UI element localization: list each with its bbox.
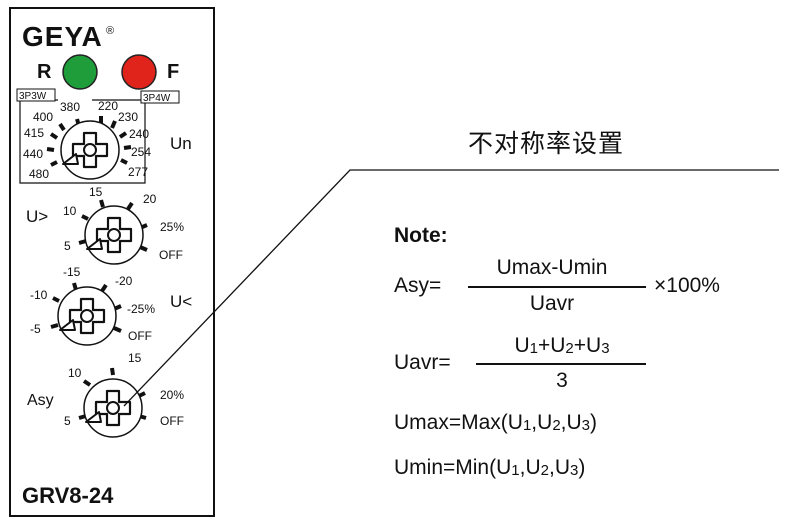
under-value-off: OFF — [128, 329, 152, 343]
uavr-formula-label: Uavr= — [394, 351, 451, 374]
tag-3p3w-box — [16, 88, 56, 102]
umax-sub2: 2 — [552, 417, 561, 434]
umin-sub3: 3 — [570, 462, 579, 479]
asy-value-15: 15 — [128, 351, 142, 365]
tag-3p3w: 3P3W — [19, 91, 47, 102]
uavr-fraction-bar — [476, 363, 646, 365]
umax-comma2: , — [560, 411, 567, 434]
uavr-sub1: 1 — [529, 340, 538, 357]
umin-u1: U — [496, 456, 512, 479]
under-value-minus20: -20 — [115, 274, 133, 288]
uavr-denominator: 3 — [556, 369, 568, 392]
tag-3p4w-box — [140, 90, 180, 104]
umin-sub1: 1 — [511, 462, 520, 479]
uavr-plus2: + — [573, 334, 587, 357]
un-value-254: 254 — [131, 145, 151, 159]
umax-sub3: 3 — [581, 417, 591, 434]
un-value-380: 380 — [60, 100, 80, 114]
run-led — [62, 54, 98, 90]
un-dial-label: Un — [170, 134, 192, 153]
umin-close: ) — [578, 456, 586, 479]
umax-u3: U — [566, 411, 582, 434]
uavr-u1: U — [514, 334, 530, 357]
asy-dial-ticks — [78, 367, 147, 420]
asy-factor: ×100% — [654, 274, 720, 297]
asy-value-20pct: 20% — [160, 388, 184, 402]
umax-sub1: 1 — [522, 417, 532, 434]
umin-u3: U — [554, 456, 570, 479]
umax-u1: U — [507, 411, 523, 434]
over-value-25pct: 25% — [160, 220, 184, 234]
uavr-u2: U — [550, 334, 566, 357]
under-value-minus10: -10 — [30, 288, 48, 302]
registered-mark: ® — [106, 25, 114, 37]
led-label-f: F — [167, 61, 179, 83]
callout-title: 不对称率设置 — [468, 129, 625, 158]
callout-leader-line — [123, 169, 779, 407]
over-value-15: 15 — [89, 185, 103, 199]
asy-formula-label: Asy= — [394, 274, 442, 297]
over-value-20: 20 — [143, 192, 157, 206]
umin-comma1: , — [519, 456, 526, 479]
note-heading: Note: — [394, 224, 448, 247]
over-dial-label: U> — [26, 207, 48, 226]
model-label: GRV8-24 — [22, 483, 114, 508]
asy-dial-label: Asy — [27, 392, 54, 409]
uavr-u3: U — [586, 334, 602, 357]
un-value-220: 220 — [98, 99, 118, 113]
under-dial-label: U< — [170, 292, 192, 311]
un-value-415: 415 — [24, 126, 44, 140]
un-dial-ticks — [46, 116, 132, 167]
uavr-sub2: 2 — [565, 340, 574, 357]
un-value-240: 240 — [129, 127, 149, 141]
umin-sub2: 2 — [540, 462, 549, 479]
uavr-sub3: 3 — [601, 340, 610, 357]
asy-fraction-bar — [468, 286, 646, 288]
asy-value-5: 5 — [64, 414, 71, 428]
umin-comma2: , — [548, 456, 555, 479]
un-value-440: 440 — [23, 147, 43, 161]
asy-denominator: Uavr — [529, 292, 575, 315]
led-label-r: R — [37, 61, 52, 83]
over-dial-ticks — [78, 199, 148, 252]
un-value-230: 230 — [118, 110, 138, 124]
asy-value-10: 10 — [68, 366, 82, 380]
over-value-5: 5 — [64, 239, 71, 253]
over-value-off: OFF — [159, 248, 183, 262]
asy-numerator: Umax-Umin — [496, 256, 608, 279]
un-value-277: 277 — [128, 165, 148, 179]
umax-prefix: Umax=Max( — [394, 411, 508, 434]
brand-logo: GEYA — [22, 21, 103, 52]
umax-comma1: , — [531, 411, 538, 434]
tag-3p4w: 3P4W — [143, 93, 171, 104]
umax-formula: Umax=Max(U1,U2,U3) — [394, 411, 597, 435]
umin-u2: U — [525, 456, 541, 479]
under-value-minus5: -5 — [30, 322, 41, 336]
uavr-numerator: U1+U2+U3 — [482, 334, 642, 358]
under-value-minus25pct: -25% — [127, 302, 155, 316]
umin-formula: Umin=Min(U1,U2,U3) — [394, 456, 585, 480]
umax-close: ) — [590, 411, 598, 434]
un-value-400: 400 — [33, 110, 53, 124]
over-value-10: 10 — [63, 204, 77, 218]
asy-value-off: OFF — [160, 414, 184, 428]
umax-u2: U — [537, 411, 553, 434]
un-value-480: 480 — [29, 167, 49, 181]
uavr-plus1: + — [537, 334, 551, 357]
umin-prefix: Umin=Min( — [394, 456, 497, 479]
under-value-minus15: -15 — [63, 265, 81, 279]
fault-led — [121, 54, 157, 90]
under-dial-ticks — [50, 282, 122, 333]
